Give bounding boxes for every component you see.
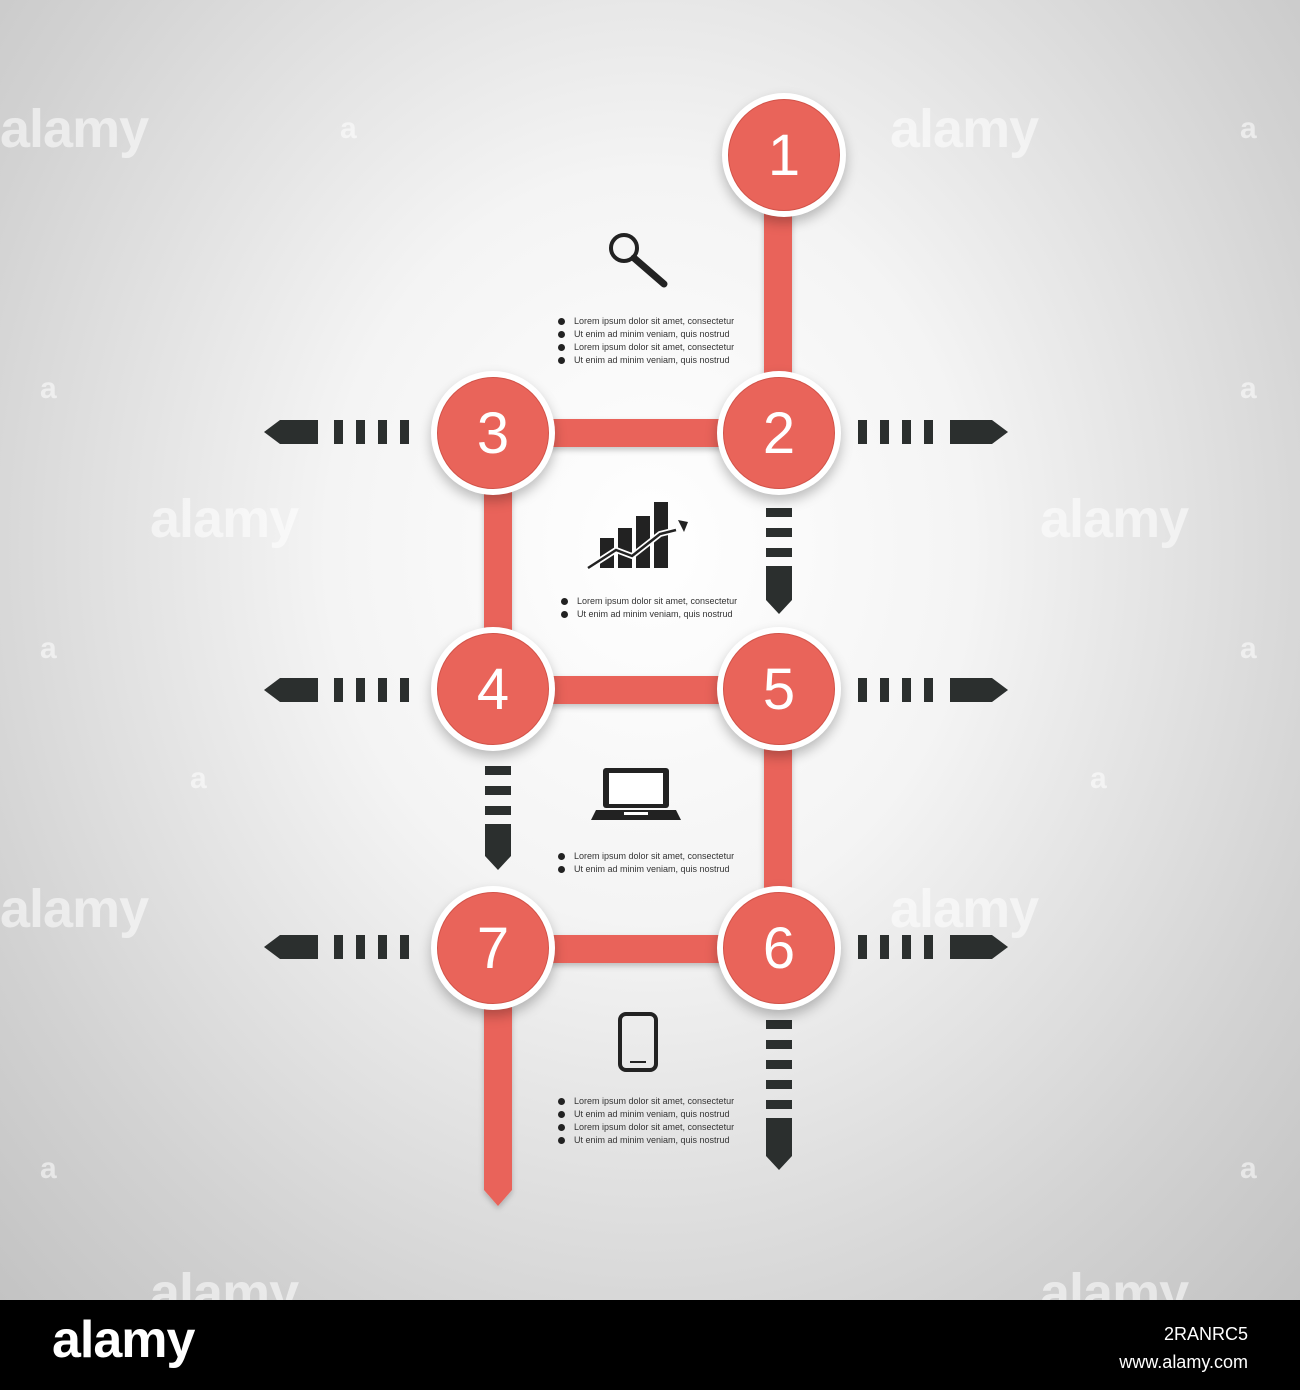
bullet-item: Lorem ipsum dolor sit amet, consectetur xyxy=(558,1095,734,1108)
text-block-2: Lorem ipsum dolor sit amet, consectetur … xyxy=(561,595,737,621)
bullet-item: Ut enim ad minim veniam, quis nostrud xyxy=(558,1134,734,1147)
arrow-down-step4 xyxy=(485,766,511,870)
bullet-item: Ut enim ad minim veniam, quis nostrud xyxy=(561,608,737,621)
watermark-letter: a xyxy=(40,372,57,405)
footer-url: www.alamy.com xyxy=(1119,1352,1248,1372)
bullet-item: Lorem ipsum dolor sit amet, consectetur xyxy=(558,1121,734,1134)
step-1-number: 1 xyxy=(728,99,840,211)
infographic-canvas: alamy alamy alamy alamy alamy alamy alam… xyxy=(0,0,1300,1300)
watermark-letter: a xyxy=(1240,372,1257,405)
watermark-letter: a xyxy=(1090,762,1107,795)
bullet-item: Lorem ipsum dolor sit amet, consectetur xyxy=(558,850,734,863)
step-2: 2 xyxy=(717,371,841,495)
arrow-left-row3 xyxy=(264,935,409,959)
text-block-1: Lorem ipsum dolor sit amet, consectetur … xyxy=(558,315,734,367)
watermark: alamy xyxy=(150,489,299,549)
watermark: alamy xyxy=(890,99,1039,159)
arrow-right-row3 xyxy=(858,935,1008,959)
watermark-letter: a xyxy=(1240,112,1257,145)
watermark-letter: a xyxy=(40,632,57,665)
footer-bar: alamy 2RANRC5 www.alamy.com xyxy=(0,1300,1300,1390)
watermark: alamy xyxy=(1040,1263,1189,1300)
growth-chart-icon xyxy=(586,502,688,571)
red-connectors xyxy=(484,210,792,1206)
footer-logo: alamy xyxy=(52,1311,195,1369)
watermark: alamy xyxy=(0,99,149,159)
step-6: 6 xyxy=(717,886,841,1010)
dark-arrows xyxy=(264,420,1008,1170)
bullet-item: Ut enim ad minim veniam, quis nostrud xyxy=(558,328,734,341)
watermark: alamy xyxy=(150,1263,299,1300)
watermark-letter: a xyxy=(340,112,357,145)
arrow-down-step6 xyxy=(766,1020,792,1170)
connector-layer xyxy=(264,210,1008,1206)
step-2-number: 2 xyxy=(723,377,835,489)
watermark: alamy xyxy=(1040,489,1189,549)
step-1: 1 xyxy=(722,93,846,217)
footer-image-info: 2RANRC5 www.alamy.com xyxy=(1119,1320,1248,1376)
watermark: alamy xyxy=(890,879,1039,939)
arrow-left-row2 xyxy=(264,678,409,702)
laptop-icon xyxy=(591,768,681,820)
text-block-4: Lorem ipsum dolor sit amet, consectetur … xyxy=(558,1095,734,1147)
step-7: 7 xyxy=(431,886,555,1010)
bullet-item: Lorem ipsum dolor sit amet, consectetur xyxy=(558,341,734,354)
watermark: alamy xyxy=(0,879,149,939)
image-id: 2RANRC5 xyxy=(1163,1324,1248,1344)
text-block-3: Lorem ipsum dolor sit amet, consectetur … xyxy=(558,850,734,876)
watermark-letter: a xyxy=(190,762,207,795)
step-6-number: 6 xyxy=(723,892,835,1004)
step-4-number: 4 xyxy=(437,633,549,745)
search-icon xyxy=(609,233,668,288)
step-3: 3 xyxy=(431,371,555,495)
bullet-item: Lorem ipsum dolor sit amet, consectetur xyxy=(561,595,737,608)
bullet-item: Ut enim ad minim veniam, quis nostrud xyxy=(558,354,734,367)
smartphone-icon xyxy=(618,1012,658,1072)
step-5-number: 5 xyxy=(723,633,835,745)
arrow-right-row1 xyxy=(858,420,1008,444)
watermark-letter: a xyxy=(1240,632,1257,665)
bullet-item: Ut enim ad minim veniam, quis nostrud xyxy=(558,863,734,876)
bullet-item: Lorem ipsum dolor sit amet, consectetur xyxy=(558,315,734,328)
step-3-number: 3 xyxy=(437,377,549,489)
step-4: 4 xyxy=(431,627,555,751)
step-5: 5 xyxy=(717,627,841,751)
red-arrow-down xyxy=(484,1005,512,1206)
arrow-down-step2 xyxy=(766,508,792,614)
watermark-letter: a xyxy=(1240,1152,1257,1185)
watermark-letter: a xyxy=(40,1152,57,1185)
step-7-number: 7 xyxy=(437,892,549,1004)
arrow-right-row2 xyxy=(858,678,1008,702)
arrow-left-row1 xyxy=(264,420,409,444)
bullet-item: Ut enim ad minim veniam, quis nostrud xyxy=(558,1108,734,1121)
